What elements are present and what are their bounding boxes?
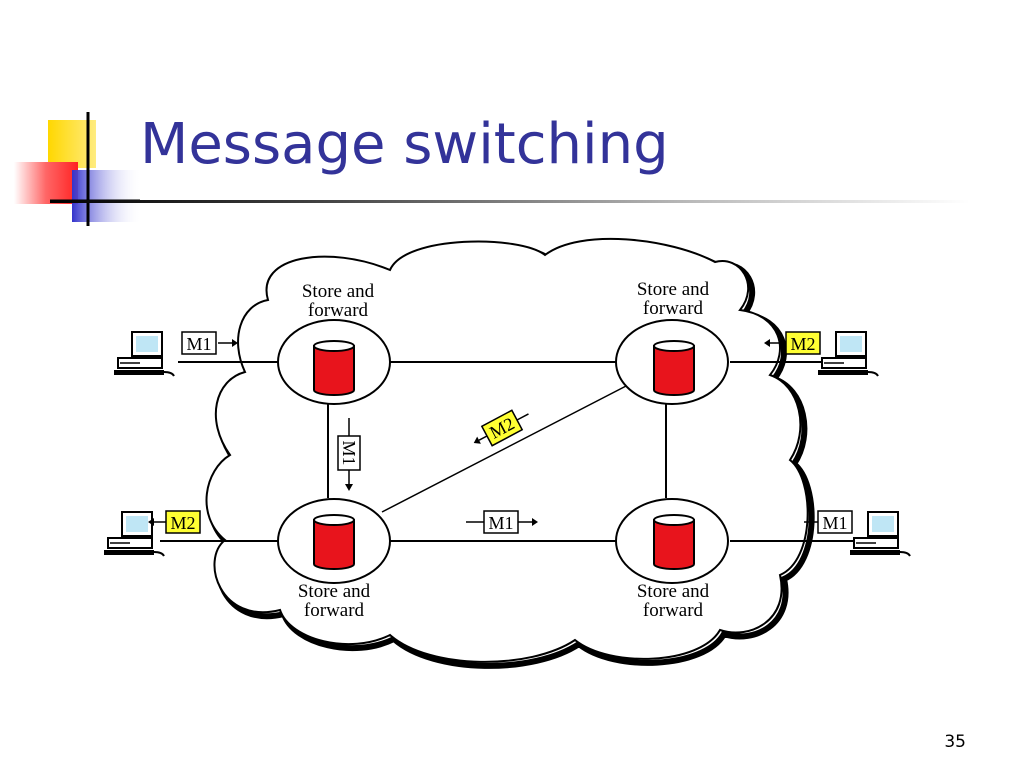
node-label-tl-line2: forward: [308, 300, 369, 321]
node-label-br-line1: Store and: [637, 581, 710, 602]
message-label: M1: [186, 334, 211, 354]
computer-icon-top-left: [113, 331, 175, 377]
link-diagonal: [381, 384, 629, 513]
node-label-bl-line2: forward: [304, 600, 365, 621]
title-rule: [50, 200, 970, 203]
storage-icon: [313, 345, 355, 396]
storage-icon: [653, 519, 695, 570]
message-m1-outgoing: M1: [181, 331, 238, 355]
storage-icon: [313, 519, 355, 570]
computer-icon-bottom-left: [103, 511, 165, 557]
message-label: M1: [339, 440, 359, 465]
slide-title: Message switching: [140, 112, 669, 177]
message-label: M2: [170, 513, 195, 533]
cloud-outline: [205, 237, 809, 663]
message-label: M2: [790, 334, 815, 354]
node-label-bl-line1: Store and: [298, 581, 371, 602]
message-m1-bottom: M1: [466, 510, 538, 534]
message-m2-outgoing: M2: [764, 331, 821, 355]
red-square: [14, 162, 78, 204]
node-bottom-right: [615, 498, 729, 584]
computer-icon-top-right: [817, 331, 879, 377]
message-m1-arrived: M1: [804, 510, 853, 534]
node-top-right: [615, 319, 729, 405]
page-number: 35: [944, 732, 966, 752]
message-m1-vertical: M1: [337, 418, 361, 491]
node-label-tl-line1: Store and: [302, 281, 375, 302]
computer-icon-bottom-right: [849, 511, 911, 557]
node-label-tr-line1: Store and: [637, 279, 710, 300]
links: [160, 361, 860, 542]
node-label-tr-line2: forward: [643, 298, 704, 319]
message-label: M1: [488, 513, 513, 533]
blue-square: [72, 170, 142, 222]
message-m2-arrived: M2: [148, 510, 201, 534]
storage-icon: [653, 345, 695, 396]
message-label: M1: [822, 513, 847, 533]
node-top-left: [277, 319, 391, 405]
node-label-br-line2: forward: [643, 600, 704, 621]
node-bottom-left: [277, 498, 391, 584]
